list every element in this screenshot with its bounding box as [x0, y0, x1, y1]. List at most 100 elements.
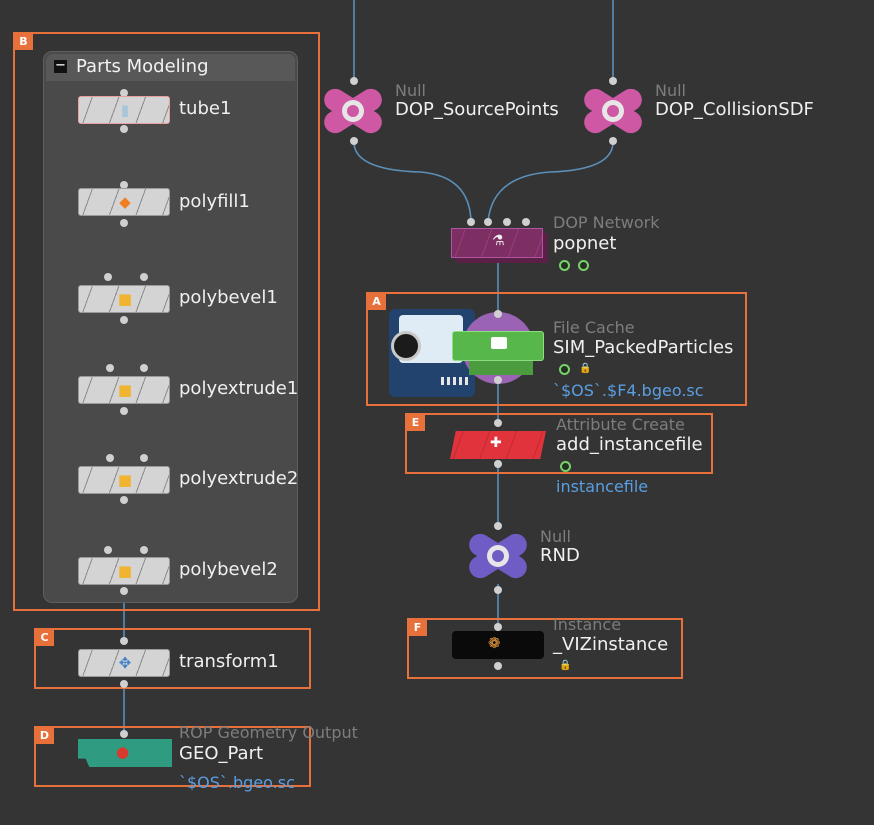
node-name-vizinstance: _VIZinstance — [553, 634, 669, 655]
output-connector[interactable] — [120, 587, 128, 595]
output-connector[interactable] — [120, 680, 128, 688]
node-polybevel1[interactable]: ■ — [78, 285, 170, 313]
node-name-geo-part: GEO_Part — [179, 743, 264, 764]
instance-icon: ❁ — [488, 634, 501, 652]
node-add-instancefile[interactable]: ✚ — [450, 431, 546, 459]
collapse-icon[interactable]: − — [54, 58, 67, 73]
input-connector[interactable] — [522, 218, 530, 226]
rop-geometry-icon: ● — [116, 743, 130, 761]
box-label-f: F — [408, 619, 427, 636]
node-type-rop: ROP Geometry Output — [179, 723, 358, 742]
input-connector[interactable] — [104, 273, 112, 281]
node-vizinstance[interactable]: ❁ — [452, 631, 544, 659]
polyfill-icon: ◆ — [119, 193, 131, 211]
input-connector[interactable] — [484, 218, 492, 226]
box-label-d: D — [35, 727, 54, 744]
input-connector[interactable] — [350, 77, 358, 85]
node-dop-collisionsdf[interactable] — [579, 86, 647, 136]
node-dop-sourcepoints[interactable] — [319, 86, 387, 136]
output-connector[interactable] — [494, 586, 502, 594]
input-connector[interactable] — [467, 218, 475, 226]
transform-icon: ✥ — [118, 654, 132, 672]
input-connector[interactable] — [106, 364, 114, 372]
node-name-rnd: RND — [540, 545, 580, 566]
input-connector[interactable] — [494, 522, 502, 530]
network-box-title: Parts Modeling — [76, 56, 209, 77]
timer-flag-icon[interactable] — [560, 461, 571, 472]
node-type-instance: Instance — [553, 615, 622, 634]
output-connector[interactable] — [120, 496, 128, 504]
output-connector[interactable] — [494, 376, 502, 384]
input-connector[interactable] — [104, 546, 112, 554]
node-type-null: Null — [540, 527, 571, 546]
node-sim-packedparticles-base — [469, 361, 533, 375]
node-name-add-instancefile: add_instancefile — [556, 434, 703, 455]
input-connector[interactable] — [494, 310, 502, 318]
node-type-file-cache: File Cache — [553, 318, 635, 337]
input-connector[interactable] — [120, 89, 128, 97]
output-connector[interactable] — [494, 460, 502, 468]
highlight-box-b: B — [13, 32, 320, 611]
node-param-geo-part: `$OS`.bgeo.sc — [179, 773, 295, 792]
input-connector[interactable] — [140, 273, 148, 281]
input-connector[interactable] — [140, 454, 148, 462]
node-sim-packedparticles[interactable] — [452, 331, 544, 361]
input-connector[interactable] — [140, 364, 148, 372]
timer-flag-icon[interactable] — [559, 364, 570, 375]
output-connector[interactable] — [120, 407, 128, 415]
input-connector[interactable] — [609, 77, 617, 85]
node-name-tube1: tube1 — [179, 98, 232, 119]
node-polyextrude1[interactable]: ■ — [78, 376, 170, 404]
lock-icon[interactable]: 🔒 — [579, 363, 592, 374]
input-connector[interactable] — [120, 637, 128, 645]
input-connector[interactable] — [120, 730, 128, 738]
output-connector[interactable] — [120, 219, 128, 227]
node-rnd[interactable] — [464, 531, 532, 581]
node-type-dop-network: DOP Network — [553, 213, 660, 232]
node-type-null: Null — [395, 81, 426, 100]
node-popnet[interactable]: ⚗ — [451, 228, 543, 258]
display-flag-icon[interactable] — [559, 260, 570, 271]
node-polyfill1[interactable]: ◆ — [78, 188, 170, 216]
box-label-c: C — [35, 629, 54, 646]
node-type-null: Null — [655, 81, 686, 100]
output-connector[interactable] — [350, 137, 358, 145]
node-param-sim-packedparticles: `$OS`.$F4.bgeo.sc — [553, 381, 704, 400]
node-name-transform1: transform1 — [179, 651, 279, 672]
network-box-title-bar[interactable]: − Parts Modeling — [46, 54, 295, 81]
node-polyextrude2[interactable]: ■ — [78, 466, 170, 494]
output-connector[interactable] — [120, 125, 128, 133]
node-name-polyextrude2: polyextrude2 — [179, 468, 299, 489]
node-tube1[interactable]: ▮ — [78, 96, 170, 124]
node-transform1[interactable]: ✥ — [78, 649, 170, 677]
input-connector[interactable] — [494, 623, 502, 631]
highlight-box-f: F — [407, 618, 683, 679]
output-connector[interactable] — [120, 316, 128, 324]
highlight-box-e: E — [405, 413, 713, 474]
node-name-popnet: popnet — [553, 233, 617, 254]
highlight-box-a: A — [366, 292, 747, 406]
input-connector[interactable] — [120, 181, 128, 189]
box-label-e: E — [406, 414, 425, 431]
input-connector[interactable] — [140, 546, 148, 554]
polybevel-icon: ■ — [117, 290, 133, 308]
node-name-sim-packedparticles: SIM_PackedParticles — [553, 337, 734, 358]
node-name-dop-collisionsdf: DOP_CollisionSDF — [655, 99, 814, 120]
node-name-polybevel1: polybevel1 — [179, 287, 278, 308]
timer-flag-icon[interactable] — [578, 260, 589, 271]
box-label-b: B — [14, 33, 33, 50]
input-connector[interactable] — [106, 454, 114, 462]
polyextrude-icon: ■ — [117, 381, 133, 399]
node-name-polybevel2: polybevel2 — [179, 559, 278, 580]
input-connector[interactable] — [503, 218, 511, 226]
highlight-box-c: C — [34, 628, 311, 689]
node-geo-part[interactable]: ● — [78, 739, 172, 767]
lock-icon[interactable]: 🔒 — [559, 660, 572, 671]
network-box-parts-modeling[interactable]: − Parts Modeling — [43, 51, 298, 603]
output-connector[interactable] — [494, 662, 502, 670]
node-name-polyfill1: polyfill1 — [179, 191, 250, 212]
output-connector[interactable] — [609, 137, 617, 145]
attribute-create-icon: ✚ — [490, 435, 502, 451]
input-connector[interactable] — [494, 419, 502, 427]
node-polybevel2[interactable]: ■ — [78, 557, 170, 585]
